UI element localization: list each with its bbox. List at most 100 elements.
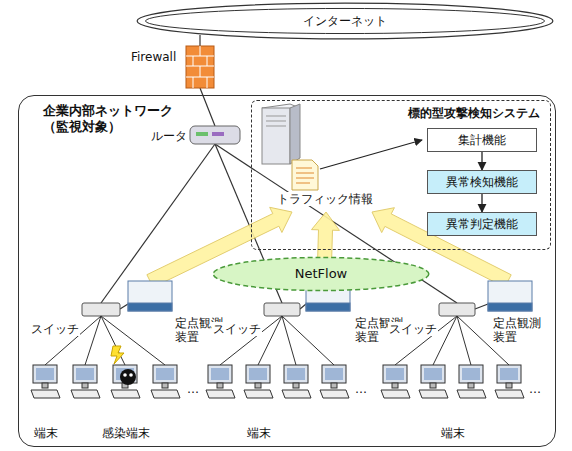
server-icon: [266, 116, 286, 117]
wire: [300, 304, 306, 309]
document-icon: [296, 168, 312, 169]
internet-cloud: インターネット: [135, 2, 555, 40]
function-box: 集計機能: [427, 128, 537, 152]
network-region: 企業内部ネットワーク （監視対象）標的型攻撃検知システム集計機能異常検知機能異常…: [18, 95, 556, 447]
part-label: 端末: [33, 426, 59, 440]
screen: [424, 368, 442, 380]
detection-system: 標的型攻撃検知システム集計機能異常検知機能異常判定機能: [251, 100, 551, 250]
malware-icon: [123, 373, 127, 377]
screen: [249, 368, 267, 380]
function-box: 異常判定機能: [427, 212, 537, 236]
malware-icon: [111, 346, 136, 385]
part-label: …: [186, 382, 200, 396]
keyboard: [457, 390, 486, 398]
keyboard: [419, 390, 448, 398]
screen: [211, 368, 229, 380]
node-label: 異常検知機能: [446, 175, 518, 189]
screen: [386, 368, 404, 380]
region-title: 標的型攻撃検知システム: [408, 106, 540, 120]
wire: [200, 88, 215, 126]
part-label: 端末: [440, 426, 466, 440]
keyboard: [320, 390, 349, 398]
screen: [156, 368, 174, 380]
monitor: [322, 365, 346, 383]
observation-device: [488, 281, 532, 311]
part-label: スイッチ: [212, 322, 262, 336]
firewall-icon: [186, 46, 214, 88]
screen: [462, 368, 480, 380]
terminal-icon: [31, 316, 524, 398]
node-label: 異常判定機能: [446, 217, 518, 231]
server-icon: [262, 104, 300, 164]
keyboard: [71, 390, 100, 398]
wire: [85, 316, 101, 365]
monitor: [284, 365, 308, 383]
netflow-ellipse: NetFlow: [211, 256, 431, 292]
monitor: [421, 365, 445, 383]
part-label: Firewall: [130, 50, 177, 64]
malware-icon: [111, 346, 124, 364]
switch-icon: [82, 303, 120, 316]
observation-device: [306, 303, 350, 311]
firewall-icon: [186, 46, 214, 88]
monitor: [208, 365, 232, 383]
netflow-outline: [213, 257, 429, 290]
stand: [42, 383, 48, 388]
part-label: ルータ: [150, 129, 188, 143]
observation-device: [128, 303, 172, 311]
stand: [217, 383, 223, 388]
server-icon: [262, 108, 290, 164]
document-icon: [296, 183, 310, 184]
firewall-icon: [193, 56, 194, 66]
malware-icon: [120, 369, 136, 385]
monitor: [246, 365, 270, 383]
function-box: 異常検知機能: [427, 170, 537, 194]
firewall-icon: [207, 56, 208, 66]
server-icon: [266, 126, 286, 127]
part-label: トラフィック情報: [276, 192, 374, 206]
keyboard: [31, 390, 60, 398]
part-label: …: [354, 382, 368, 396]
keyboard: [244, 390, 273, 398]
part-label: スイッチ: [30, 322, 80, 336]
part-label: 定点観測装置: [492, 316, 547, 345]
firewall-icon: [200, 66, 201, 77]
router-icon: [196, 132, 208, 136]
firewall-icon: [207, 77, 208, 88]
keyboard: [495, 390, 524, 398]
switch-icon: [264, 303, 300, 316]
firewall-icon: [186, 46, 214, 88]
observation-device: [488, 303, 532, 311]
screen: [76, 368, 94, 380]
document-icon: [292, 160, 318, 190]
part-label: スイッチ: [388, 322, 438, 336]
flow-connector: [481, 152, 482, 170]
wire: [101, 316, 165, 365]
wire: [457, 316, 471, 365]
wire: [282, 316, 296, 365]
wire: [101, 316, 125, 365]
stand: [293, 383, 299, 388]
stand: [82, 383, 88, 388]
stand: [392, 383, 398, 388]
router-icon: [212, 132, 224, 136]
wire: [120, 304, 128, 309]
keyboard: [206, 390, 235, 398]
stand: [430, 383, 436, 388]
cloud-outline: [146, 8, 545, 33]
screen: [287, 368, 305, 380]
keyboard: [111, 390, 140, 398]
server-icon: [266, 121, 286, 122]
cloud-outline: [137, 3, 553, 39]
screen: [36, 368, 54, 380]
switch-icon: [82, 303, 475, 316]
stand: [506, 383, 512, 388]
monitor: [153, 365, 177, 383]
part-label: 感染端末: [101, 426, 151, 440]
firewall-icon: [200, 46, 201, 56]
data-arrow: [320, 140, 422, 169]
router-icon: [190, 126, 240, 144]
monitor: [33, 365, 57, 383]
screen: [500, 368, 518, 380]
